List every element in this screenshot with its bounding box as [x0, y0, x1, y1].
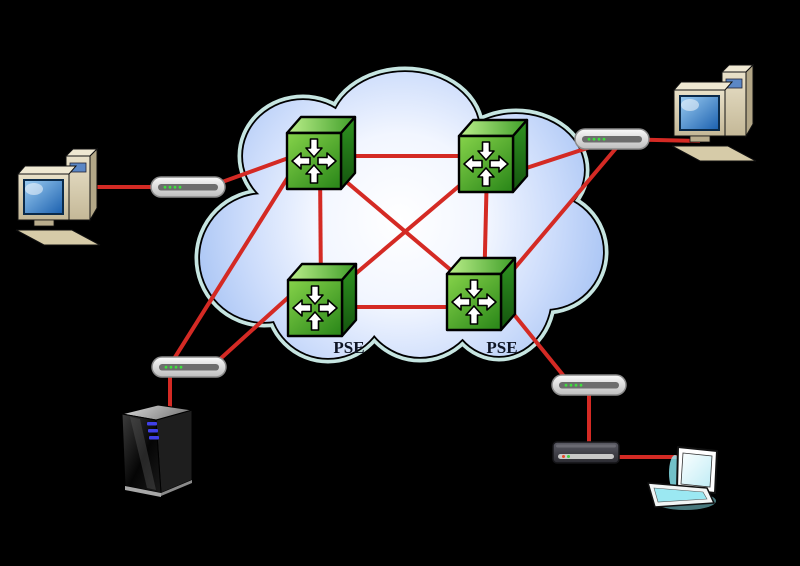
modem-icon	[151, 356, 227, 378]
modem-icon	[574, 128, 650, 150]
router-bottom-left	[286, 262, 358, 338]
cloud-shape	[194, 66, 609, 364]
modem-icon	[150, 176, 226, 198]
modem-bottom-right	[551, 374, 627, 396]
server	[121, 404, 193, 498]
link-router-tr-bl	[332, 168, 480, 294]
pc-left	[15, 148, 101, 246]
server-icon	[121, 404, 193, 498]
router-icon	[286, 262, 358, 338]
router-top-right	[457, 118, 529, 194]
modem-left	[150, 176, 226, 198]
router-bottom-right	[445, 256, 517, 332]
pc-right	[671, 64, 757, 162]
desktop-computer-icon	[15, 148, 101, 246]
router-top-left	[285, 115, 357, 191]
router-icon	[285, 115, 357, 191]
link-modem-bl-router-tl	[170, 156, 302, 364]
switch	[552, 441, 620, 464]
switch-icon	[552, 441, 620, 464]
modem-top-right	[574, 128, 650, 150]
router-icon	[445, 256, 517, 332]
desktop-computer-icon	[671, 64, 757, 162]
router-icon	[457, 118, 529, 194]
modem-bottom-left	[151, 356, 227, 378]
link-modem-tr-router-br	[495, 145, 619, 291]
modem-icon	[551, 374, 627, 396]
pse-label-right: PSE	[486, 338, 517, 357]
pse-label-left: PSE	[333, 338, 364, 357]
